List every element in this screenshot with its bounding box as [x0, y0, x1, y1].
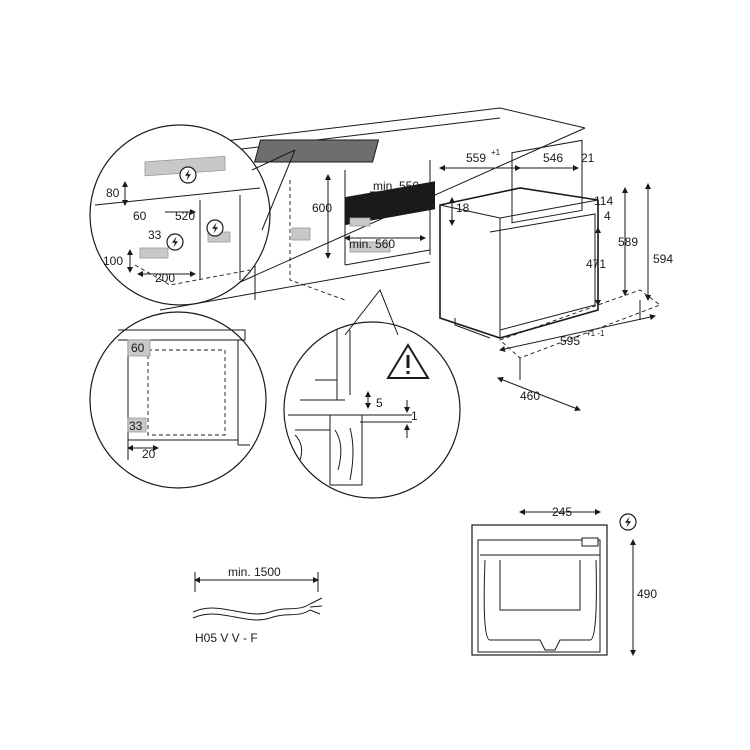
dim-595: 595 [560, 334, 580, 348]
dim-80: 80 [106, 186, 120, 200]
warning-triangle-icon [386, 343, 430, 379]
dim-559-tol: +1 [491, 148, 501, 157]
dim-114: 114 [594, 194, 613, 208]
oven-door-window [511, 139, 583, 224]
dim-471: 471 [586, 257, 606, 271]
hob-cutout [253, 139, 380, 163]
dim-21: 21 [581, 151, 595, 165]
dim-60: 60 [133, 209, 147, 223]
dim-200: 200 [155, 271, 175, 285]
lightning-icon [166, 233, 184, 251]
dim-4: 4 [604, 209, 611, 223]
dim-18: 18 [456, 201, 470, 215]
lightning-icon [179, 166, 197, 184]
cable-spec: min. 1500 H05 V V - F [192, 565, 323, 645]
oven-body [439, 139, 661, 380]
dim-559: 559 [466, 151, 486, 165]
lightning-icon [206, 219, 224, 237]
detail-circle-top-left: 80 60 520 33 100 200 [89, 124, 296, 306]
dim-20: 20 [376, 202, 390, 216]
dim-460: 460 [520, 389, 540, 403]
dim-100: 100 [103, 254, 123, 268]
dim-520: 520 [175, 209, 195, 223]
dim-595-tol: +1 -1 [586, 329, 605, 338]
dim-33: 33 [129, 419, 143, 433]
dim-594: 594 [653, 252, 673, 266]
dim-1: 1 [411, 409, 418, 423]
dim-546: 546 [543, 151, 563, 165]
oven-back-view: 245 490 [471, 505, 657, 656]
dim-490: 490 [637, 587, 657, 601]
cable-length-label: min. 1500 [228, 565, 281, 579]
cable-type-label: H05 V V - F [195, 631, 258, 645]
detail-circle-mid-left: 60 33 20 [89, 311, 267, 489]
dim-33: 33 [148, 228, 162, 242]
dim-60: 60 [131, 341, 145, 355]
oven-dimensions: 559 +1 546 21 18 114 4 589 594 471 595 +… [439, 148, 673, 411]
detail-circle-mid-right: 5 1 [283, 289, 461, 499]
dim-20: 20 [142, 447, 156, 461]
dim-min-550: min. 550 [373, 179, 419, 193]
dim-600: 600 [312, 201, 332, 215]
dim-5: 5 [376, 396, 383, 410]
counter-dimensions: 600 min. 550 20 min. 560 [312, 174, 426, 259]
lightning-icon [619, 513, 637, 531]
dim-min-560: min. 560 [349, 237, 395, 251]
dim-245: 245 [552, 505, 572, 519]
dim-589: 589 [618, 235, 638, 249]
